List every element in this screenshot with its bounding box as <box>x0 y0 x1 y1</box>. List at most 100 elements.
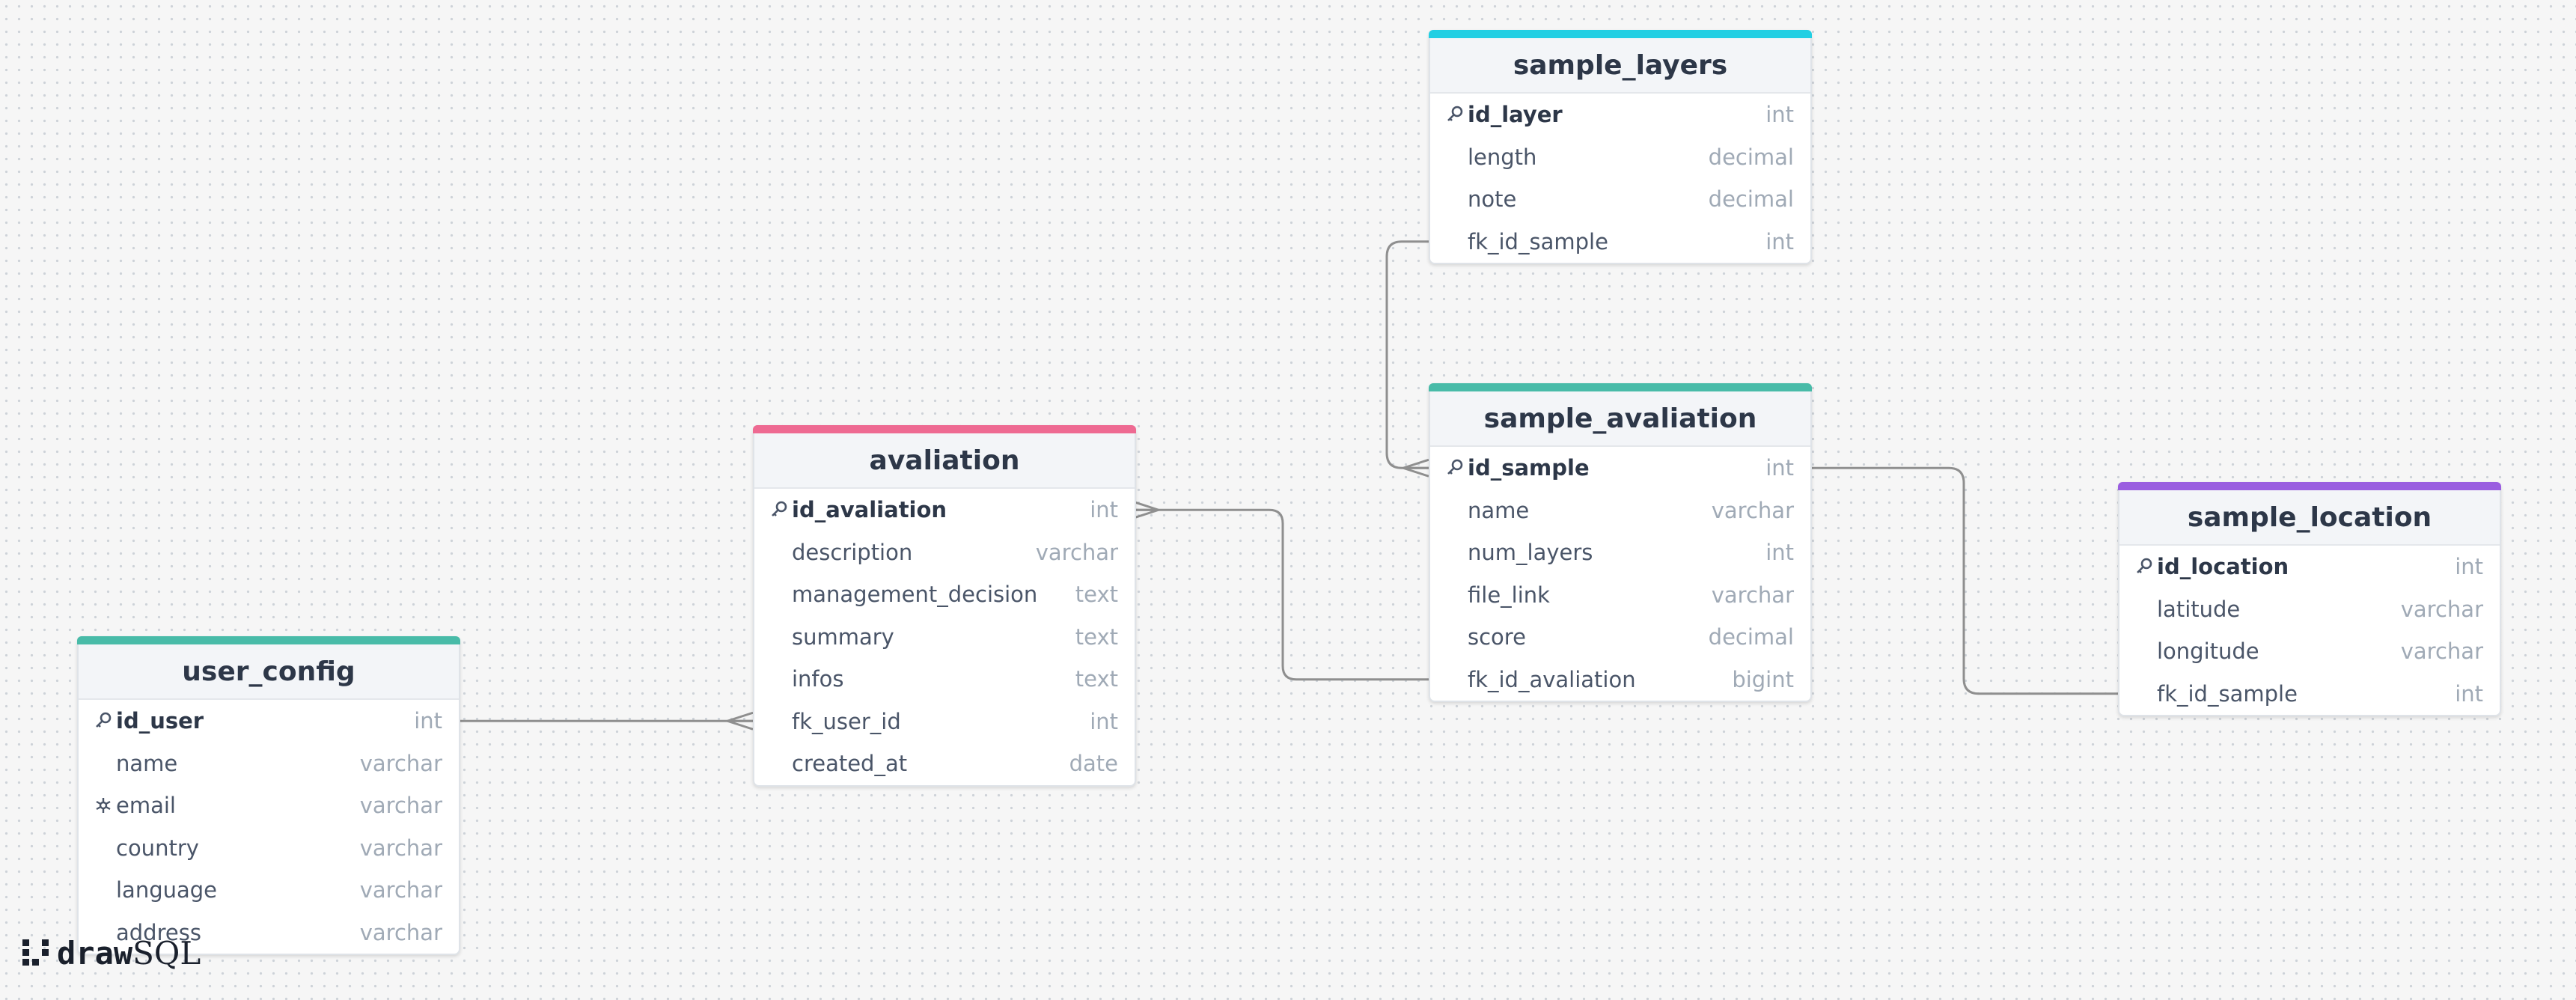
table-color-bar <box>1429 30 1812 38</box>
column-name: id_user <box>116 708 204 734</box>
column-type: varchar <box>1711 497 1794 523</box>
logo-text-sql: SQL <box>132 934 201 972</box>
column-type: int <box>1765 102 1794 128</box>
column-row[interactable]: country varchar <box>79 827 459 870</box>
column-name: fk_id_sample <box>2157 680 2298 707</box>
column-type: varchar <box>2400 638 2483 665</box>
column-type: text <box>1075 582 1118 608</box>
table-header[interactable]: avaliation <box>754 433 1135 489</box>
column-row[interactable]: fk_user_id int <box>754 701 1135 743</box>
logo-mark-icon <box>22 939 49 966</box>
column-name: fk_user_id <box>792 708 901 734</box>
column-row[interactable]: score decimal <box>1430 616 1810 659</box>
column-row[interactable]: email varchar <box>79 784 459 827</box>
column-type: int <box>1765 455 1794 481</box>
logo-text-draw: draw <box>57 934 133 972</box>
crow-foot-icon[interactable] <box>1403 458 1429 478</box>
column-name: email <box>116 793 176 819</box>
column-name: language <box>116 877 218 903</box>
column-type: decimal <box>1708 624 1794 650</box>
column-row[interactable]: infos text <box>754 658 1135 701</box>
column-type: int <box>1090 497 1118 523</box>
table-header[interactable]: user_config <box>79 644 459 700</box>
column-name: created_at <box>792 751 908 777</box>
column-type: varchar <box>2400 596 2483 622</box>
primary-key-icon <box>2134 555 2154 578</box>
column-type: varchar <box>359 919 442 945</box>
primary-key-icon <box>1445 103 1465 126</box>
table-title: user_config <box>182 656 355 687</box>
column-name: fk_id_sample <box>1468 228 1608 254</box>
column-row[interactable]: language varchar <box>79 869 459 912</box>
crow-foot-icon[interactable] <box>727 711 754 731</box>
column-name: description <box>792 539 913 565</box>
column-name: id_location <box>2157 554 2289 580</box>
column-row[interactable]: id_sample int <box>1430 447 1810 490</box>
primary-key-icon <box>1445 457 1465 479</box>
column-type: int <box>1765 540 1794 566</box>
table-color-bar <box>1429 383 1812 391</box>
column-name: id_sample <box>1468 455 1590 481</box>
column-name: id_layer <box>1468 102 1563 128</box>
column-type: varchar <box>359 835 442 861</box>
column-row[interactable]: id_avaliation int <box>754 489 1135 531</box>
column-row[interactable]: management_decision text <box>754 573 1135 616</box>
table-color-bar <box>2118 482 2501 490</box>
column-type: varchar <box>359 793 442 819</box>
column-name: name <box>1468 497 1530 523</box>
column-name: management_decision <box>792 582 1038 608</box>
column-name: length <box>1468 144 1537 170</box>
primary-key-icon <box>94 710 113 732</box>
column-type: int <box>1090 708 1118 734</box>
column-type: varchar <box>359 877 442 903</box>
relation-line-sample-avaliation[interactable] <box>1133 508 1429 681</box>
column-name: country <box>116 835 199 861</box>
column-name: address <box>116 919 201 945</box>
table-title: sample_layers <box>1513 49 1728 81</box>
column-type: text <box>1075 666 1118 692</box>
table-title: avaliation <box>869 445 1020 476</box>
column-row[interactable]: summary text <box>754 616 1135 659</box>
column-type: int <box>414 708 442 734</box>
column-row[interactable]: name varchar <box>1430 490 1810 532</box>
column-type: decimal <box>1708 186 1794 213</box>
column-type: bigint <box>1732 666 1794 692</box>
table-header[interactable]: sample_avaliation <box>1430 391 1810 447</box>
column-row[interactable]: id_user int <box>79 700 459 743</box>
table-title: sample_location <box>2187 501 2432 533</box>
column-row[interactable]: id_layer int <box>1430 94 1810 136</box>
primary-key-icon <box>769 499 789 521</box>
crow-foot-icon[interactable] <box>1132 500 1159 519</box>
column-type: text <box>1075 624 1118 650</box>
relation-line-layers-sample[interactable] <box>1385 240 1429 469</box>
column-name: id_avaliation <box>792 497 947 523</box>
table-header[interactable]: sample_layers <box>1430 38 1810 94</box>
table-header[interactable]: sample_location <box>2119 490 2500 546</box>
column-name: file_link <box>1468 582 1550 608</box>
relation-line-sample-location[interactable] <box>1809 466 2118 695</box>
column-row[interactable]: address varchar <box>79 912 459 954</box>
column-name: score <box>1468 624 1526 650</box>
column-name: infos <box>792 666 844 692</box>
column-name: summary <box>792 624 894 650</box>
